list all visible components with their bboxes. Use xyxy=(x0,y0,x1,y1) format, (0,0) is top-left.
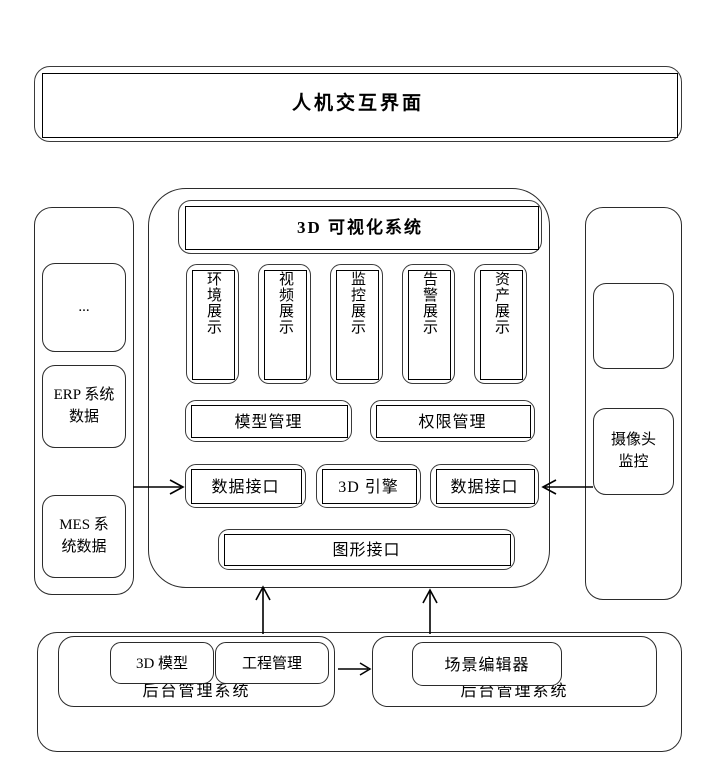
backend-threed-model-label: 3D 模型 xyxy=(135,655,189,672)
connector-camera-to-center xyxy=(537,476,593,498)
connector-backend-right-to-center xyxy=(419,588,441,634)
left-source-erp-label: ERP 系统数据 xyxy=(53,386,115,425)
threed-engine-label: 3D 引擎 xyxy=(338,478,399,496)
right-source-empty[interactable] xyxy=(593,283,674,369)
backend-scene-editor-label: 场景编辑器 xyxy=(444,657,530,674)
visualization-system-header[interactable]: 3D 可视化系统 xyxy=(178,200,542,254)
display-module-alarm-label: 告警展示 xyxy=(421,271,437,335)
graphics-interface-box[interactable]: 图形接口 xyxy=(218,529,515,570)
connector-left-data-to-center xyxy=(133,476,189,498)
right-video-sources-container xyxy=(585,207,682,600)
permission-management-label: 权限管理 xyxy=(418,413,487,431)
right-source-camera-monitoring[interactable]: 摄像头监控 xyxy=(593,408,674,495)
backend-project-management-box[interactable]: 工程管理 xyxy=(215,642,329,684)
graphics-interface-label: 图形接口 xyxy=(332,542,401,559)
left-source-mes[interactable]: MES 系统数据 xyxy=(42,495,126,578)
human-machine-interface-banner[interactable]: 人机交互界面 xyxy=(34,66,682,142)
data-interface-left-box[interactable]: 数据接口 xyxy=(185,464,306,508)
human-machine-interface-label: 人机交互界面 xyxy=(291,92,424,114)
display-module-monitoring-label: 监控展示 xyxy=(349,271,365,335)
model-management-label: 模型管理 xyxy=(234,413,303,431)
connector-backend-left-to-center xyxy=(252,585,274,634)
left-source-mes-label: MES 系统数据 xyxy=(59,516,109,555)
display-module-alarm[interactable]: 告警展示 xyxy=(402,264,455,384)
left-source-ellipsis-label: ... xyxy=(78,299,90,315)
data-interface-right-box[interactable]: 数据接口 xyxy=(430,464,539,508)
left-source-erp[interactable]: ERP 系统数据 xyxy=(42,365,126,448)
display-module-environment[interactable]: 环境展示 xyxy=(186,264,239,384)
model-management-box[interactable]: 模型管理 xyxy=(185,400,352,442)
display-module-asset[interactable]: 资产展示 xyxy=(474,264,527,384)
threed-engine-box[interactable]: 3D 引擎 xyxy=(316,464,421,508)
backend-project-management-label: 工程管理 xyxy=(241,655,302,672)
display-module-environment-label: 环境展示 xyxy=(205,271,221,335)
permission-management-box[interactable]: 权限管理 xyxy=(370,400,535,442)
data-interface-right-label: 数据接口 xyxy=(450,478,519,496)
data-interface-left-label: 数据接口 xyxy=(211,478,280,496)
backend-threed-model-box[interactable]: 3D 模型 xyxy=(110,642,214,684)
center-visualization-panel xyxy=(148,188,550,588)
right-source-camera-monitoring-label: 摄像头监控 xyxy=(610,431,656,470)
display-module-monitoring[interactable]: 监控展示 xyxy=(330,264,383,384)
backend-scene-editor-box[interactable]: 场景编辑器 xyxy=(412,642,562,686)
display-module-asset-label: 资产展示 xyxy=(493,271,509,335)
visualization-system-header-label: 3D 可视化系统 xyxy=(296,217,424,237)
connector-backend-left-to-backend-right xyxy=(338,660,372,678)
left-source-ellipsis[interactable]: ... xyxy=(42,263,126,352)
display-module-video-label: 视频展示 xyxy=(277,271,293,335)
display-module-video[interactable]: 视频展示 xyxy=(258,264,311,384)
